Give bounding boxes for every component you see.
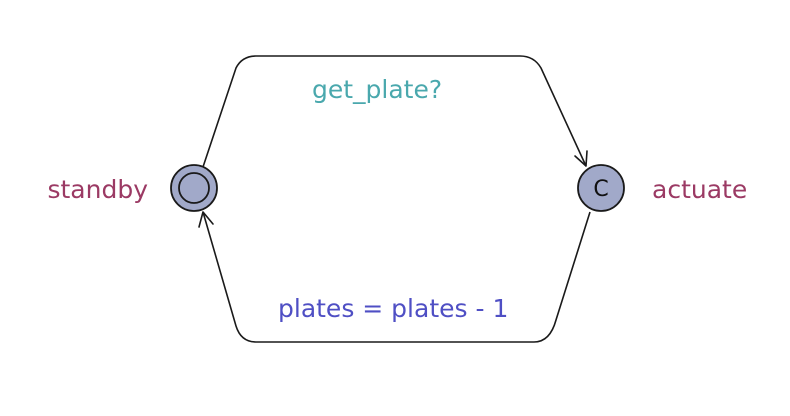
sync-label-get-plate: get_plate? (312, 75, 442, 104)
committed-mark-c: C (593, 177, 608, 202)
edge-actuate-to-standby[interactable] (198, 211, 591, 343)
update-label-plates: plates = plates - 1 (278, 294, 508, 323)
location-name-standby: standby (47, 175, 148, 204)
edge-path-bottom (202, 211, 591, 343)
arrowhead-to-standby (198, 211, 214, 228)
location-standby-circle (170, 164, 218, 212)
location-standby[interactable] (170, 164, 218, 212)
arrowhead-to-actuate (574, 150, 588, 167)
location-actuate[interactable]: C (577, 164, 625, 212)
location-actuate-circle (577, 164, 625, 212)
edge-standby-to-actuate[interactable] (201, 55, 588, 171)
edge-path-top (201, 55, 587, 171)
initial-location-ring (178, 172, 210, 204)
location-name-actuate: actuate (652, 175, 747, 204)
